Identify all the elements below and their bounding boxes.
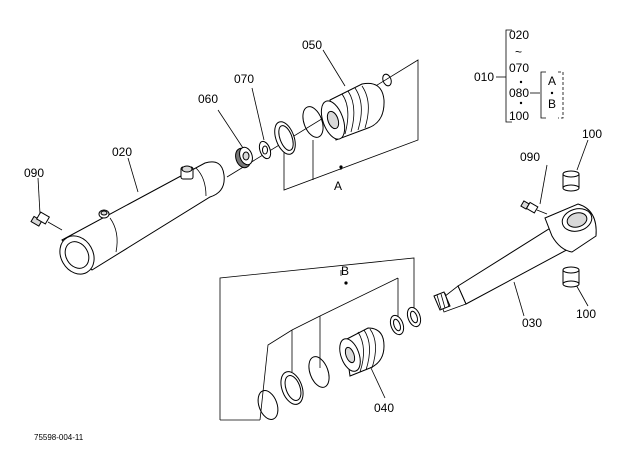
label-040: 040: [374, 401, 394, 415]
legend-a: A: [548, 74, 556, 88]
backup-ring-upper: [274, 121, 296, 155]
drawing-code: 75598-004-11: [34, 433, 84, 442]
legend-b: B: [548, 97, 556, 111]
label-090-right: 090: [520, 150, 540, 164]
grease-nipple-left: [30, 211, 63, 231]
o-ring-lower-left: [257, 390, 279, 420]
label-010: 010: [474, 70, 494, 84]
label-090-left: 090: [24, 166, 44, 180]
label-100-top: 100: [582, 127, 602, 141]
label-030: 030: [522, 316, 542, 330]
grease-nipple-right: [520, 200, 548, 215]
label-070: 070: [234, 72, 254, 86]
washer-070: [258, 140, 272, 160]
bushing-top: [562, 170, 580, 192]
o-ring-small-upper: [382, 73, 392, 87]
legend-020: 020: [509, 28, 529, 42]
group-b-bracket: [219, 257, 415, 421]
cylinder-tube: [59, 161, 225, 275]
ring-lower-small-a: [389, 314, 405, 336]
legend-100: 100: [509, 109, 529, 123]
o-ring-lower-mid: [308, 356, 330, 388]
legend-080: 080: [509, 86, 529, 100]
label-100-bottom: 100: [576, 307, 596, 321]
legend-070: 070: [509, 61, 529, 75]
label-060: 060: [198, 92, 218, 106]
nut-060: [235, 146, 253, 169]
backup-ring-lower: [280, 371, 304, 405]
piston-050: [320, 82, 385, 141]
piston-rod: [433, 203, 597, 313]
leader-lines: [37, 49, 589, 399]
ring-lower-small-b: [406, 306, 422, 328]
o-ring-upper: [302, 106, 324, 138]
label-b-group: B: [341, 264, 349, 278]
legend-tilde: ~: [515, 45, 522, 59]
label-020: 020: [112, 145, 132, 159]
group-legend: [496, 29, 564, 123]
label-050: 050: [302, 38, 322, 52]
gland-040: [339, 327, 385, 377]
label-a-group: A: [334, 179, 342, 193]
bushing-bottom: [562, 266, 580, 288]
